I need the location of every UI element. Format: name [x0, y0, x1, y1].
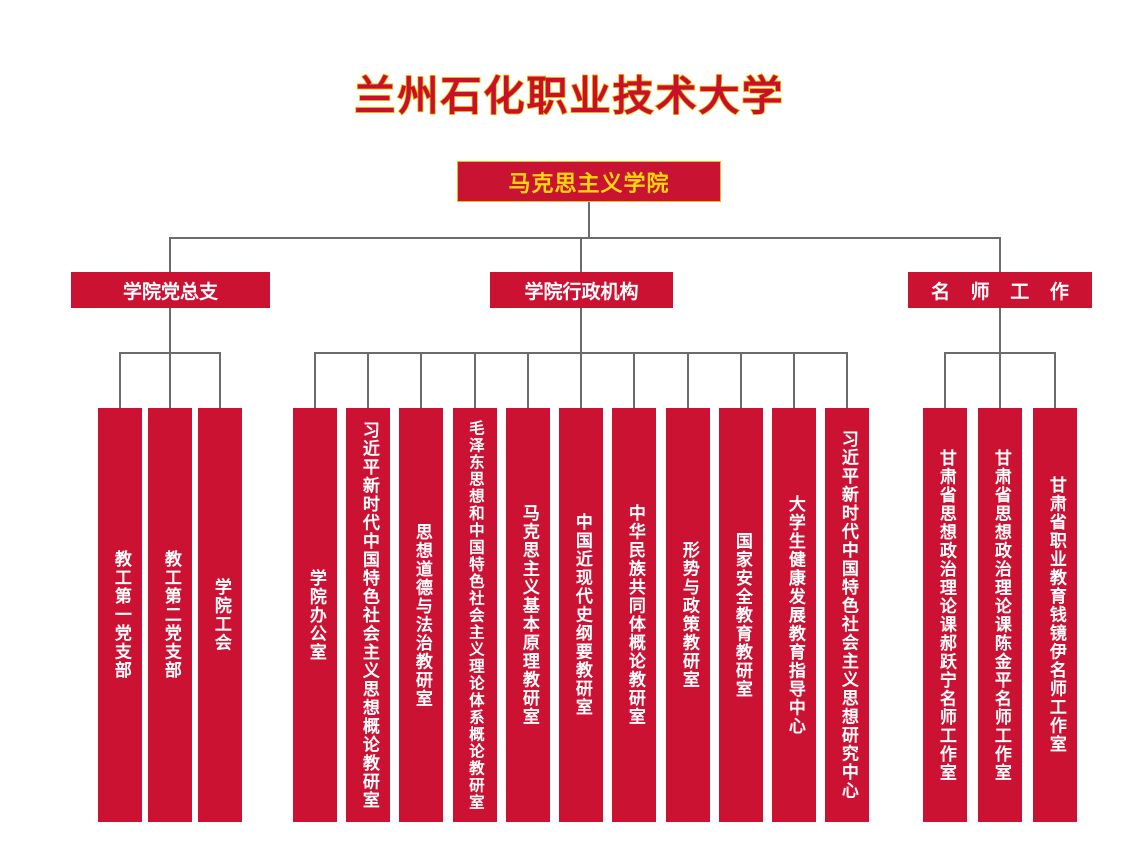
- org-leaf-bar[interactable]: 中华民族共同体概论教研室: [612, 408, 656, 822]
- org-leaf-label: 毛泽东思想和中国特色社会主义理论体系概论教研室: [466, 419, 485, 811]
- connector-group1-drop-0: [314, 352, 316, 409]
- connector-group2-drop-1: [999, 352, 1001, 409]
- connector-level1-bus: [169, 237, 1001, 239]
- org-leaf-label: 形势与政策教研室: [678, 541, 699, 689]
- connector-group1-drop-7: [687, 352, 689, 409]
- connector-group0-drop-1: [169, 352, 171, 409]
- org-leaf-bar[interactable]: 学院工会: [198, 408, 242, 822]
- connector-group1-drop-5: [580, 352, 582, 409]
- connector-group2-drop-2: [1054, 352, 1056, 409]
- connector-group0-stem: [169, 308, 171, 354]
- org-node-level2-label: 学院行政机构: [524, 280, 639, 303]
- connector-group2-stem: [999, 308, 1001, 354]
- org-leaf-bar[interactable]: 习近平新时代中国特色社会主义思想概论教研室: [346, 408, 390, 822]
- connector-group1-drop-4: [527, 352, 529, 409]
- connector-group2-drop-0: [944, 352, 946, 409]
- connector-drop-level2-0: [169, 237, 171, 272]
- org-leaf-bar[interactable]: 中国近现代史纲要教研室: [559, 408, 603, 822]
- org-leaf-bar[interactable]: 国家安全教育教研室: [719, 408, 763, 822]
- org-node-level2-label: 名 师 工 作: [931, 280, 1076, 303]
- connector-group1-drop-1: [367, 352, 369, 409]
- org-leaf-bar[interactable]: 教工第一党支部: [98, 408, 142, 822]
- org-leaf-bar[interactable]: 大学生健康发展教育指导中心: [772, 408, 816, 822]
- page-title: 兰州石化职业技术大学: [354, 71, 785, 121]
- connector-drop-level2-2: [999, 237, 1001, 272]
- org-leaf-label: 学院工会: [210, 578, 231, 652]
- org-leaf-label: 学院办公室: [305, 568, 326, 662]
- connector-group0-drop-0: [119, 352, 121, 409]
- org-leaf-label: 中国近现代史纲要教研室: [571, 513, 592, 717]
- connector-root-stem: [588, 202, 590, 238]
- org-node-root-label: 马克思主义学院: [508, 171, 670, 197]
- connector-group1-drop-9: [793, 352, 795, 409]
- connector-group1-drop-2: [420, 352, 422, 409]
- org-node-level2-master-studio[interactable]: 名 师 工 作: [908, 272, 1092, 308]
- connector-group1-drop-8: [740, 352, 742, 409]
- org-leaf-bar[interactable]: 形势与政策教研室: [666, 408, 710, 822]
- org-leaf-label: 教工第一党支部: [110, 550, 131, 680]
- org-leaf-label: 马克思主义基本原理教研室: [518, 504, 539, 726]
- org-leaf-label: 大学生健康发展教育指导中心: [784, 494, 805, 736]
- connector-group1-drop-6: [633, 352, 635, 409]
- org-leaf-label: 甘肃省职业教育钱镜伊名师工作室: [1045, 476, 1066, 754]
- org-leaf-bar[interactable]: 甘肃省职业教育钱镜伊名师工作室: [1033, 408, 1077, 822]
- org-leaf-bar[interactable]: 学院办公室: [293, 408, 337, 822]
- org-leaf-label: 国家安全教育教研室: [731, 531, 752, 699]
- connector-group1-stem: [580, 308, 582, 354]
- org-leaf-bar[interactable]: 毛泽东思想和中国特色社会主义理论体系概论教研室: [453, 408, 497, 822]
- org-leaf-label: 思想道德与法治教研室: [411, 522, 432, 708]
- org-node-level2-administration[interactable]: 学院行政机构: [490, 272, 673, 308]
- org-node-level2-label: 学院党总支: [122, 280, 218, 303]
- connector-drop-level2-1: [580, 237, 582, 272]
- org-leaf-label: 中华民族共同体概论教研室: [624, 504, 645, 726]
- org-leaf-bar[interactable]: 马克思主义基本原理教研室: [506, 408, 550, 822]
- org-leaf-label: 习近平新时代中国特色社会主义思想研究中心: [837, 430, 858, 800]
- connector-group0-drop-2: [219, 352, 221, 409]
- connector-group1-drop-10: [846, 352, 848, 409]
- org-leaf-bar[interactable]: 思想道德与法治教研室: [399, 408, 443, 822]
- org-leaf-label: 习近平新时代中国特色社会主义思想概论教研室: [358, 420, 379, 810]
- connector-group1-drop-3: [474, 352, 476, 409]
- org-node-level2-party-branch[interactable]: 学院党总支: [71, 272, 270, 308]
- org-leaf-label: 甘肃省思想政治理论课郝跃宁名师工作室: [935, 448, 956, 782]
- org-leaf-label: 甘肃省思想政治理论课陈金平名师工作室: [990, 448, 1011, 782]
- org-leaf-bar[interactable]: 甘肃省思想政治理论课陈金平名师工作室: [978, 408, 1022, 822]
- org-leaf-bar[interactable]: 习近平新时代中国特色社会主义思想研究中心: [825, 408, 869, 822]
- org-leaf-bar[interactable]: 教工第二党支部: [148, 408, 192, 822]
- org-leaf-label: 教工第二党支部: [160, 550, 181, 680]
- org-leaf-bar[interactable]: 甘肃省思想政治理论课郝跃宁名师工作室: [923, 408, 967, 822]
- org-node-root[interactable]: 马克思主义学院: [457, 161, 721, 202]
